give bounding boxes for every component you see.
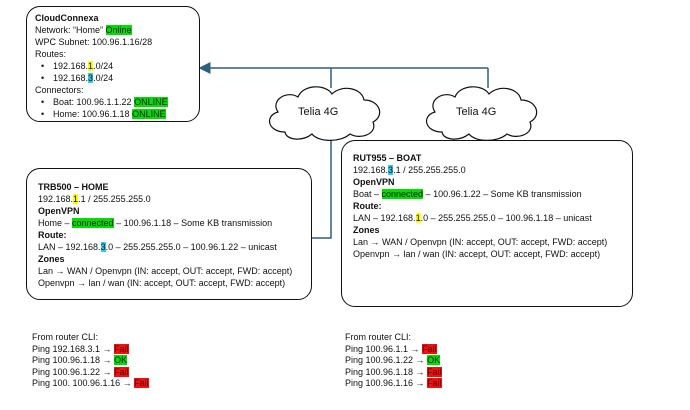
trb500-ip: 192.168.1.1 / 255.255.255.0 <box>38 194 151 204</box>
trb500-zone-2: Openvpn → lan / wan (IN: accept, OUT: ac… <box>38 278 286 288</box>
ping-result-badge: OK <box>114 355 128 365</box>
subnet-octet-3: 3 <box>100 242 106 252</box>
cloudconnexa-box: CloudConnexa Network: “Home” Online WPC … <box>26 6 200 122</box>
cloud-label-left: Telia 4G <box>298 106 339 118</box>
network-name: Network: “Home” <box>35 25 106 35</box>
cli-results-home: From router CLI: Ping 192.168.3.1 → Fail… <box>32 332 149 390</box>
rut955-zone-1: Lan → WAN / Openvpn (IN: accept, OUT: ac… <box>353 237 608 247</box>
connected-badge: connected <box>72 218 114 228</box>
cli-results-boat: From router CLI: Ping 100.96.1.1 → Fail … <box>345 332 442 390</box>
subnet-octet-3: 3 <box>388 165 394 175</box>
rut955-title: RUT955 – BOAT <box>353 153 422 163</box>
routes-label: Routes: <box>35 49 67 59</box>
rut955-openvpn-status: Boat – connected – 100.96.1.22 – Some KB… <box>353 189 582 199</box>
cloudconnexa-title: CloudConnexa <box>35 13 99 23</box>
rut955-openvpn-label: OpenVPN <box>353 177 395 187</box>
rut955-ip: 192.168.3.1 / 255.255.255.0 <box>353 165 466 175</box>
rut955-box: RUT955 – BOAT 192.168.3.1 / 255.255.255.… <box>341 140 633 307</box>
ping-result-badge: Fail <box>427 378 442 388</box>
ping-row: Ping 100. 100.96.1.16 → Fail <box>32 378 149 388</box>
trb500-openvpn-status: Home – connected – 100.96.1.18 – Some KB… <box>38 218 273 228</box>
cloud-shape-left <box>268 86 381 141</box>
link-trb500 <box>312 140 332 239</box>
trb500-box: TRB500 – HOME 192.168.1.1 / 255.255.255.… <box>26 168 312 300</box>
ping-result-badge: OK <box>427 355 441 365</box>
route-item-1: 192.168.1.0/24 <box>35 60 191 72</box>
route-item-2: 192.168.3.0/24 <box>35 72 191 84</box>
cloud-shape-right <box>425 86 538 141</box>
trb500-openvpn-label: OpenVPN <box>38 206 80 216</box>
wpc-subnet: WPC Subnet: 100.96.1.16/28 <box>35 37 153 47</box>
ping-result-badge: Fail <box>422 343 437 354</box>
trb500-route: LAN – 192.168.3.0 – 255.255.255.0 – 100.… <box>38 242 277 252</box>
ping-result-badge: Fail <box>114 366 129 377</box>
cli-heading: From router CLI: <box>32 332 99 342</box>
rut955-route-label: Route: <box>353 201 382 211</box>
connected-badge: connected <box>381 189 424 199</box>
trb500-zones-label: Zones <box>38 254 65 264</box>
cloud-label-right: Telia 4G <box>456 106 497 118</box>
subnet-octet-1: 1 <box>88 61 94 71</box>
subnet-octet-1: 1 <box>73 194 79 204</box>
subnet-octet-3: 3 <box>88 73 94 83</box>
connector-item-home: Home: 100.96.1.18 ONLINE <box>35 108 191 120</box>
connector-item-boat: Boat: 100.96.1.1.22 ONLINE <box>35 96 191 108</box>
connectors-label: Connectors: <box>35 85 84 95</box>
trb500-route-label: Route: <box>38 230 67 240</box>
ping-row: Ping 100.96.1.22 → Fail <box>32 366 129 377</box>
ping-row: Ping 192.168.3.1 → Fail <box>32 343 129 354</box>
rut955-route: LAN – 192.168.1.0 – 255.255.255.0 – 100.… <box>353 213 592 223</box>
ping-row: Ping 100.96.1.1 → Fail <box>345 343 437 354</box>
ping-row: Ping 100.96.1.18 → Fail <box>345 366 442 377</box>
network-line: Network: “Home” Online <box>35 24 191 36</box>
subnet-octet-1: 1 <box>415 213 421 223</box>
ping-result-badge: Fail <box>134 378 149 388</box>
ping-row: Ping 100.96.1.18 → OK <box>32 355 128 365</box>
network-status-badge: Online <box>105 25 132 35</box>
rut955-zones-label: Zones <box>353 225 380 235</box>
rut955-zone-2: Openvpn → lan / wan (IN: accept, OUT: ac… <box>353 249 601 259</box>
trb500-title: TRB500 – HOME <box>38 182 109 192</box>
connector-status-badge: ONLINE <box>132 109 166 119</box>
ping-result-badge: Fail <box>427 366 442 377</box>
ping-row: Ping 100.96.1.16 → Fail <box>345 378 442 388</box>
ping-row: Ping 100.96.1.22 → OK <box>345 355 441 365</box>
cli-heading: From router CLI: <box>345 332 412 342</box>
connector-status-badge: ONLINE <box>134 97 168 107</box>
trb500-zone-1: Lan → WAN / Openvpn (IN: accept, OUT: ac… <box>38 266 293 276</box>
ping-result-badge: Fail <box>114 343 129 354</box>
